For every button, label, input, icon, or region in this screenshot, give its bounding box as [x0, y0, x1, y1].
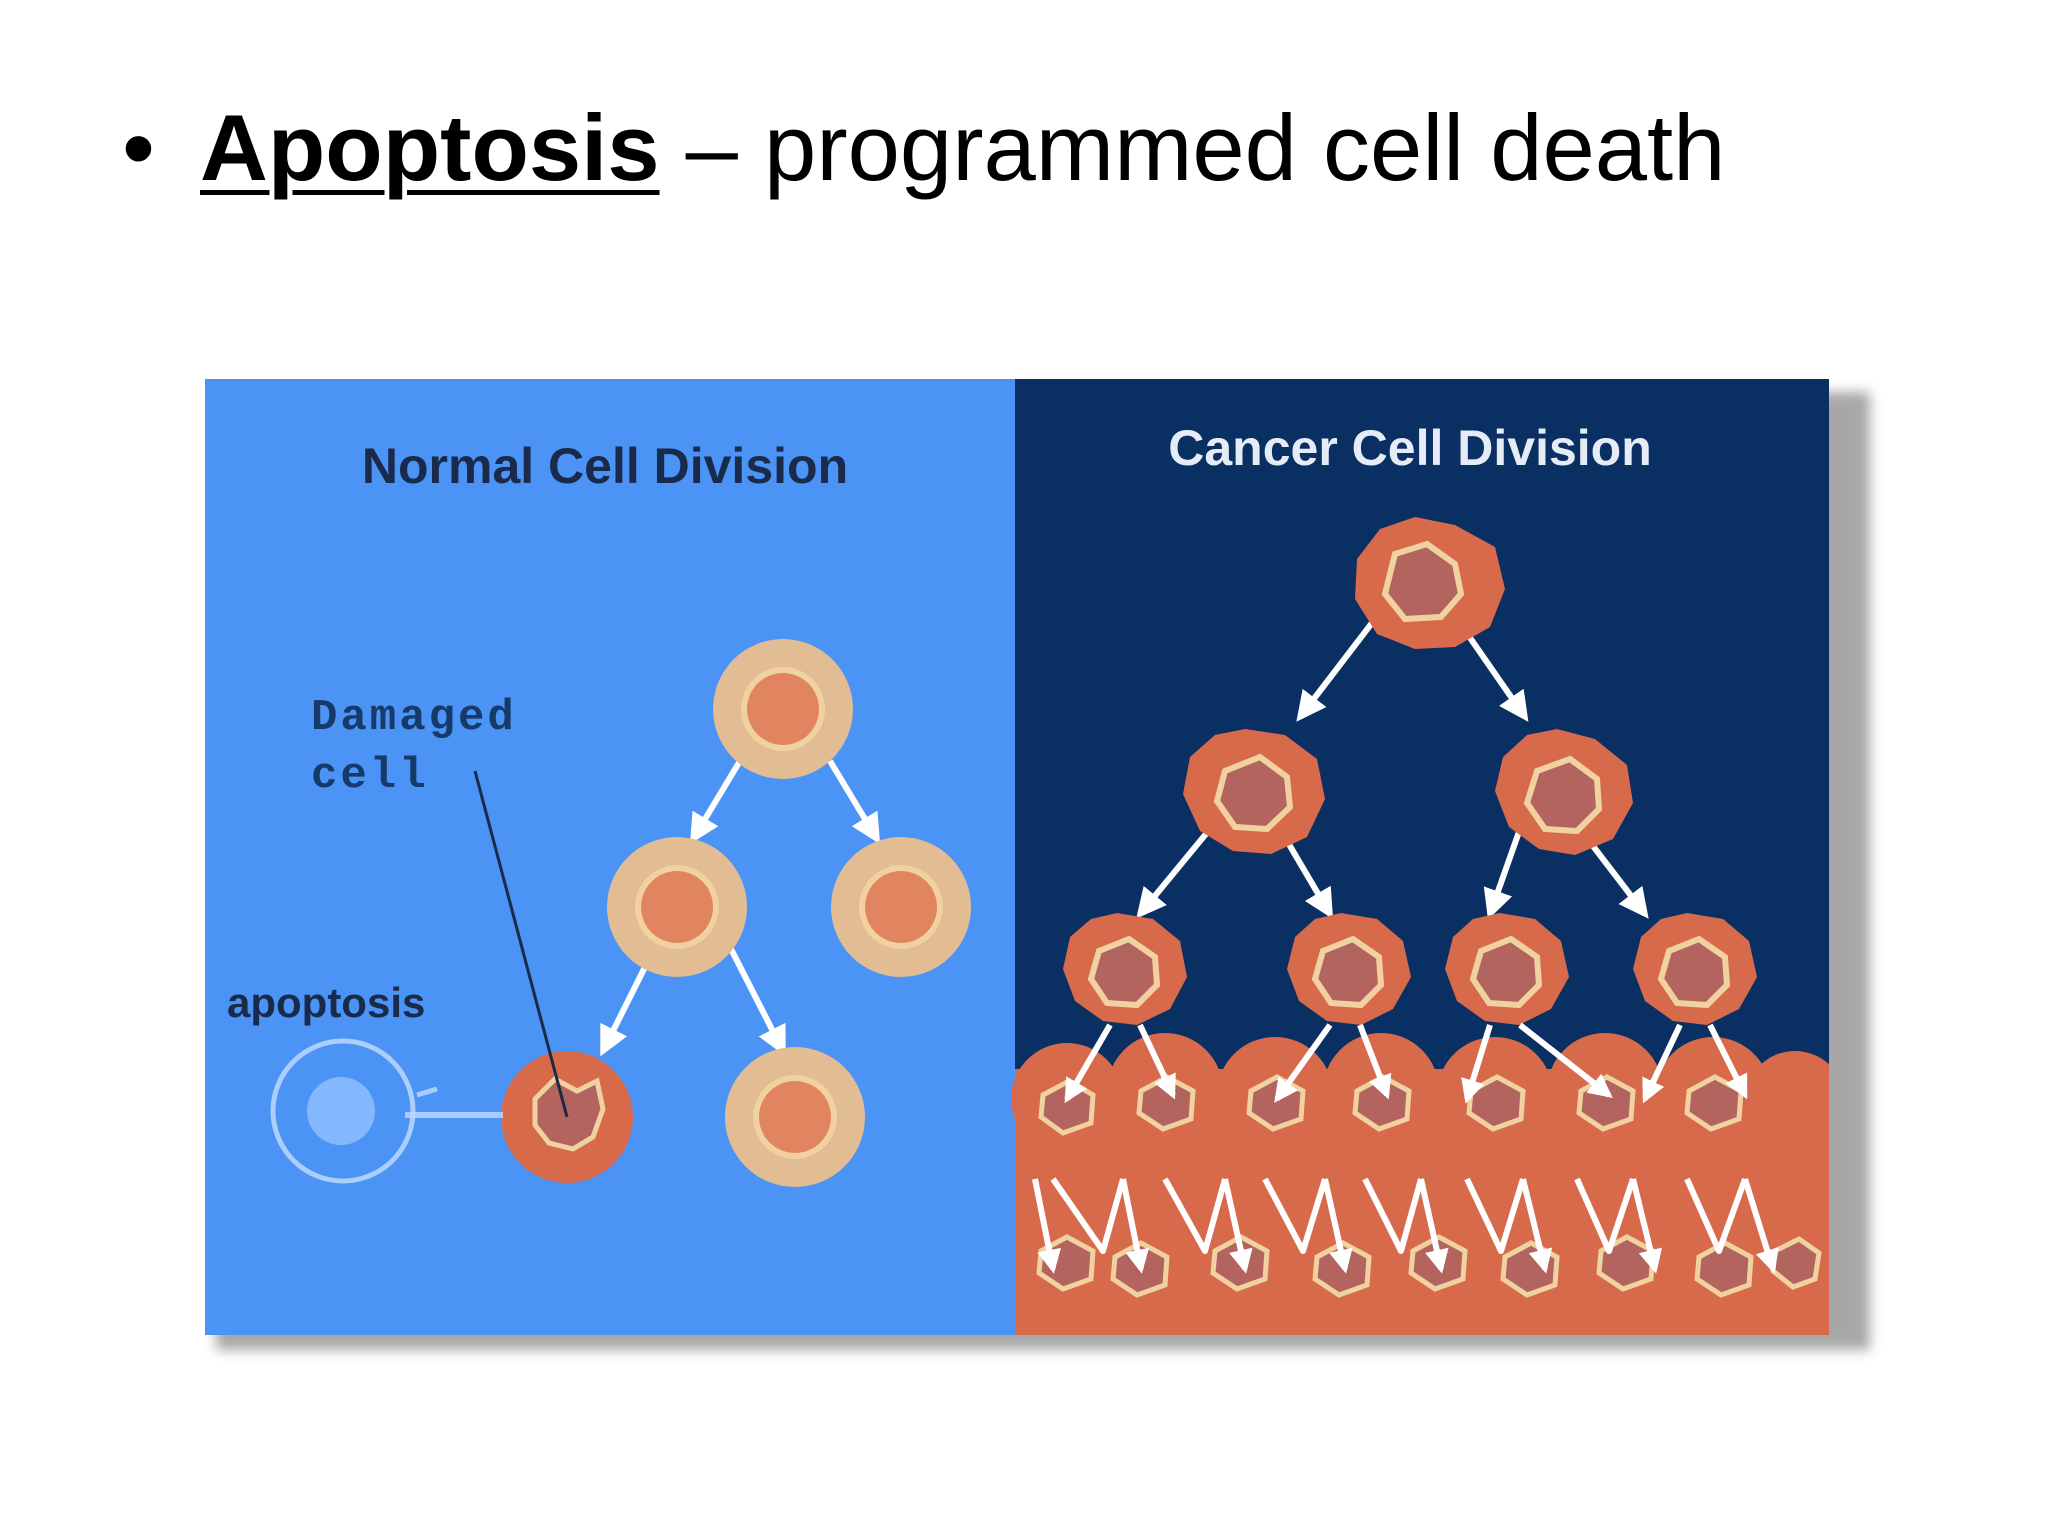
cancer-division-title: Cancer Cell Division	[1168, 420, 1652, 476]
bullet-marker: •	[122, 95, 155, 200]
cancer-cell-gen3-1	[1063, 913, 1187, 1025]
damaged-cell-label-line2: cell	[311, 751, 429, 801]
cancer-cell-gen3-3	[1445, 913, 1569, 1025]
cancer-cell-gen2-left	[1183, 729, 1325, 854]
apoptosis-label: apoptosis	[227, 979, 425, 1026]
healthy-cell-mid-left	[607, 837, 747, 977]
cancer-division-arrows-level4	[1032, 1177, 1779, 1274]
cancer-division-arrows-level3	[1064, 1022, 1748, 1104]
healthy-cell-mid-right	[831, 837, 971, 977]
cancer-cell-gen2-right	[1495, 729, 1633, 855]
damaged-cell-pointer	[473, 770, 569, 1118]
cell-division-diagram: Normal Cell Division	[205, 379, 1829, 1335]
cancer-cell-gen1	[1355, 517, 1505, 649]
normal-division-title: Normal Cell Division	[362, 438, 848, 494]
term-apoptosis: Apoptosis	[200, 95, 660, 200]
apoptotic-cell	[270, 1038, 503, 1184]
cancer-cell-gen3-2	[1287, 913, 1411, 1025]
term-definition: – programmed cell death	[659, 95, 1726, 200]
slide-bullet: • Apoptosis – programmed cell death	[122, 95, 1726, 200]
cell-division-figure: Normal Cell Division	[205, 379, 1829, 1335]
healthy-cell-top	[713, 639, 853, 779]
healthy-cell-bottom	[725, 1047, 865, 1187]
cancer-cell-mass	[1011, 1033, 1829, 1335]
cancer-cell-gen3-4	[1633, 913, 1757, 1025]
damaged-cell-label-line1: Damaged	[311, 693, 517, 743]
